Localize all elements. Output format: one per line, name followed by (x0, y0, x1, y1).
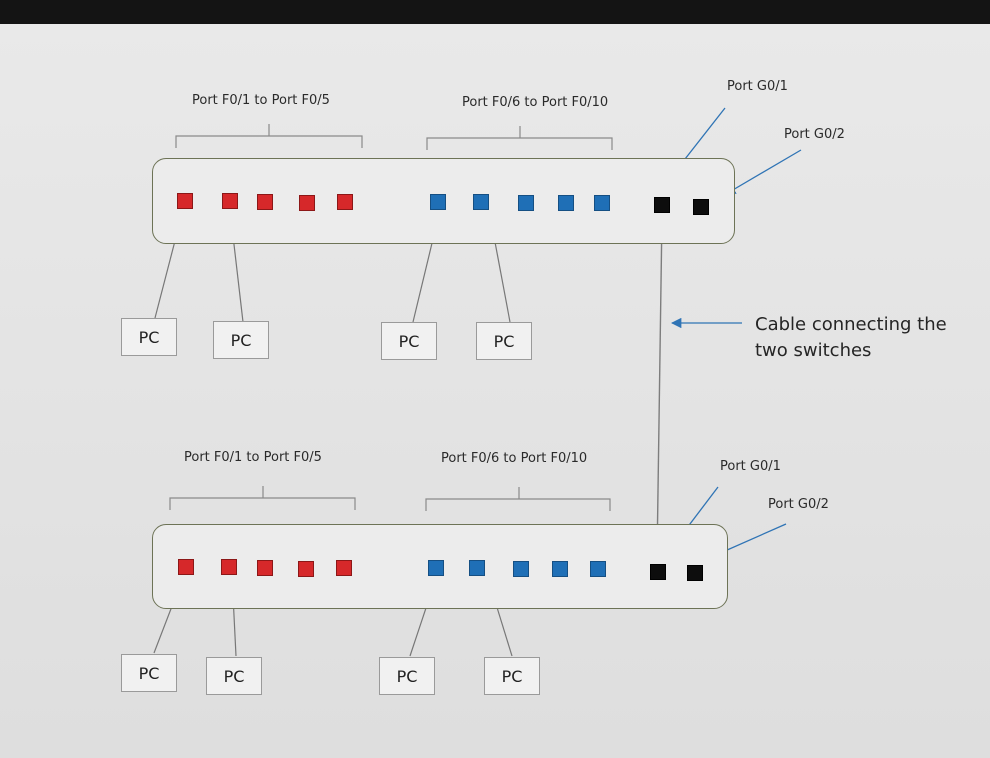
bottom-label-group1: Port F0/1 to Port F0/5 (184, 450, 322, 465)
top-pc-4: PC (476, 322, 532, 360)
brace-top-group1 (175, 124, 363, 148)
top-port-f08 (518, 195, 534, 211)
arrow-top-g02 (725, 149, 802, 195)
bottom-port-f01 (178, 559, 194, 575)
top-label-group2: Port F0/6 to Port F0/10 (462, 95, 609, 110)
top-label-g01: Port G0/1 (727, 79, 788, 94)
top-port-f09 (558, 195, 574, 211)
bottom-pc-3: PC (379, 657, 435, 695)
bottom-port-g01 (650, 564, 666, 580)
inter-switch-cable (656, 214, 663, 561)
bottom-port-f07 (469, 560, 485, 576)
bottom-port-f03 (257, 560, 273, 576)
top-port-f07 (473, 194, 489, 210)
bottom-port-f02 (221, 559, 237, 575)
brace-bottom-group1 (169, 486, 356, 510)
bottom-port-f08 (513, 561, 529, 577)
top-port-f03 (257, 194, 273, 210)
bottom-label-g02: Port G0/2 (768, 497, 829, 512)
bottom-port-g02 (687, 565, 703, 581)
screen-bezel (0, 0, 990, 24)
bottom-pc-4: PC (484, 657, 540, 695)
bottom-switch (152, 524, 728, 609)
bottom-port-f06 (428, 560, 444, 576)
top-port-f02 (222, 193, 238, 209)
top-port-f10 (594, 195, 610, 211)
top-label-group1: Port F0/1 to Port F0/5 (192, 93, 330, 108)
bottom-label-group2: Port F0/6 to Port F0/10 (441, 451, 588, 466)
cable-note: Cable connecting the two switches (755, 312, 947, 364)
top-port-f01 (177, 193, 193, 209)
bottom-pc-1: PC (121, 654, 177, 692)
cable-note-line2: two switches (755, 340, 872, 361)
top-port-f06 (430, 194, 446, 210)
cable-note-line1: Cable connecting the (755, 314, 947, 335)
top-switch (152, 158, 735, 244)
bottom-port-f05 (336, 560, 352, 576)
top-label-g02: Port G0/2 (784, 127, 845, 142)
top-pc-1: PC (121, 318, 177, 356)
brace-bottom-group2 (425, 487, 611, 511)
bottom-port-f10 (590, 561, 606, 577)
bottom-label-g01: Port G0/1 (720, 459, 781, 474)
top-port-f04 (299, 195, 315, 211)
top-port-g02 (693, 199, 709, 215)
top-pc-3: PC (381, 322, 437, 360)
slide-background (0, 24, 990, 758)
top-port-g01 (654, 197, 670, 213)
brace-top-group2 (426, 126, 613, 150)
bottom-pc-2: PC (206, 657, 262, 695)
top-pc-2: PC (213, 321, 269, 359)
bottom-port-f09 (552, 561, 568, 577)
bottom-port-f04 (298, 561, 314, 577)
top-port-f05 (337, 194, 353, 210)
